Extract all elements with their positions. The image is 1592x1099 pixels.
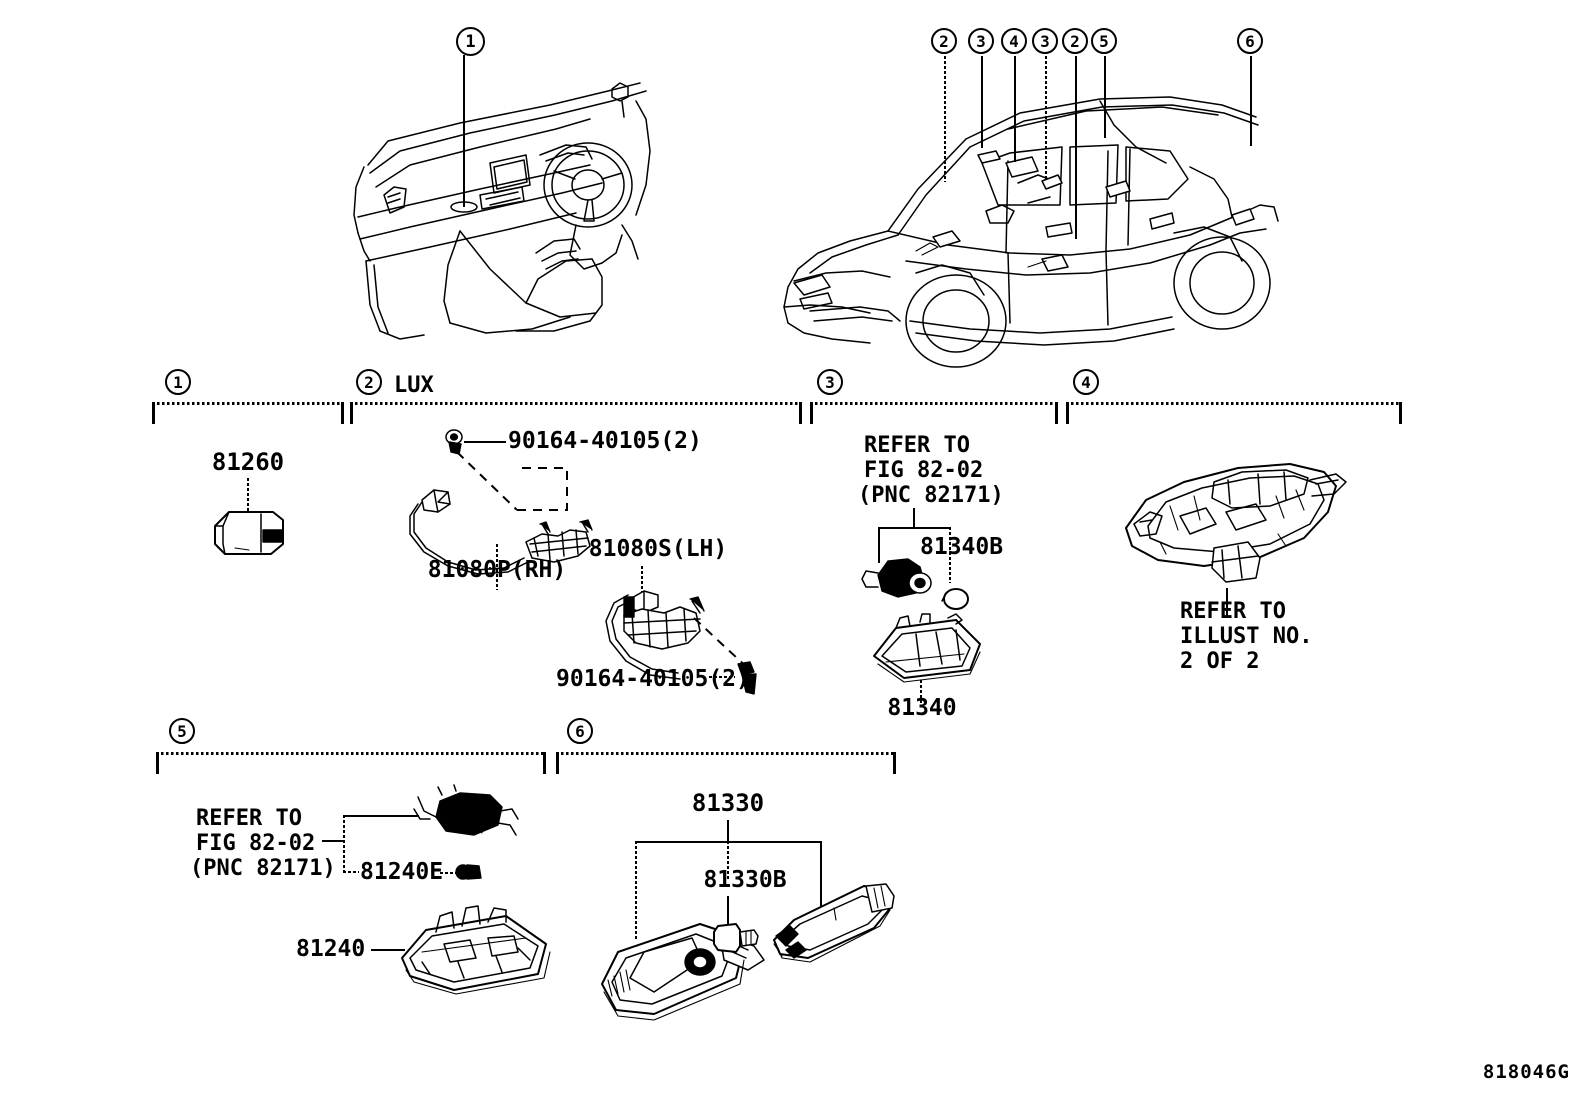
- leader-81330-right: [820, 841, 822, 921]
- part-label-90164-lower: 90164-40105(2): [556, 666, 750, 692]
- group-4-refer-line2: ILLUST NO.: [1180, 624, 1313, 649]
- leader-90164-lower: [709, 676, 735, 678]
- callout-leader-1: [463, 55, 465, 207]
- leader-81240: [371, 949, 405, 951]
- leader-81330b-upper: [727, 841, 729, 881]
- part-label-81080p-rh: 81080P(RH): [427, 557, 567, 583]
- assembly-dash-lower: [690, 612, 760, 682]
- leader-group-4-refer: [1226, 588, 1228, 618]
- callout-leader-4: [1014, 56, 1016, 162]
- callout-number-2a: 2: [931, 28, 957, 54]
- callout-number-3b: 3: [1032, 28, 1058, 54]
- part-81340-socket: [858, 557, 938, 607]
- group-6-number: 6: [567, 718, 593, 744]
- group-3-refer-line1: REFER TO: [864, 433, 970, 458]
- group-6-bracket: [556, 752, 896, 774]
- group-5-number: 5: [169, 718, 195, 744]
- callout-leader-3a: [981, 56, 983, 148]
- group-3-bracket: [810, 402, 1058, 424]
- refer-rail-3: [878, 527, 950, 529]
- vehicle-body-illustration: [770, 55, 1280, 368]
- callout-number-1: 1: [456, 27, 485, 56]
- part-81240e: [453, 858, 487, 886]
- part-label-81240: 81240: [296, 936, 366, 962]
- group-3-number: 3: [817, 369, 843, 395]
- group-4-bracket: [1066, 402, 1402, 424]
- part-81240: [396, 900, 556, 1000]
- vehicle-body-drawing: [783, 96, 1279, 368]
- leader-90164-upper: [464, 441, 506, 443]
- leader-81340: [920, 680, 922, 704]
- callout-leader-6: [1250, 56, 1252, 146]
- refer-drop-3-left: [878, 527, 880, 563]
- group-2-note: LUX: [394, 373, 434, 398]
- leader-81080p: [496, 544, 498, 590]
- group-4-refer-line3: 2 OF 2: [1180, 649, 1260, 674]
- callout-number-2b: 2: [1062, 28, 1088, 54]
- part-label-81340: 81340: [887, 695, 957, 721]
- leader-81260: [247, 478, 249, 520]
- callout-leader-2b: [1075, 56, 1077, 239]
- instrument-panel-illustration: [340, 55, 680, 345]
- part-81260: [205, 500, 295, 562]
- callout-number-5: 5: [1091, 28, 1117, 54]
- callout-number-6: 6: [1237, 28, 1263, 54]
- callout-leader-5: [1104, 56, 1106, 138]
- group-5-refer-line2: FIG 82-02: [196, 831, 316, 856]
- figure-code: 818046G: [1482, 1061, 1570, 1083]
- part-overhead-console-assembly: [1118, 450, 1348, 600]
- part-81080p-rh: [408, 480, 598, 590]
- part-label-90164-upper: 90164-40105(2): [508, 428, 702, 454]
- part-81240-module: [412, 784, 522, 849]
- part-label-81240e: 81240E: [360, 859, 444, 885]
- refer-vert-5: [343, 815, 345, 873]
- group-1-number: 1: [165, 369, 191, 395]
- callout-number-3a: 3: [968, 28, 994, 54]
- leader-81080s: [641, 566, 643, 602]
- group-5-bracket: [156, 752, 546, 774]
- part-label-81080s-lh: 81080S(LH): [588, 536, 728, 562]
- refer-stem-3: [913, 508, 915, 528]
- leader-81240e: [440, 872, 456, 874]
- part-label-81330b: 81330B: [703, 867, 787, 893]
- group-5-refer-line1: REFER TO: [196, 806, 302, 831]
- group-3-refer-line2: FIG 82-02: [864, 458, 984, 483]
- refer-top-5: [343, 815, 419, 817]
- callout-number-4: 4: [1001, 28, 1027, 54]
- leader-81330-stem: [727, 820, 729, 842]
- part-81330b: [710, 920, 770, 958]
- refer-drop-3-right: [949, 527, 951, 583]
- part-81340: [860, 612, 990, 684]
- callout-leader-2a: [944, 56, 946, 182]
- leader-81330-left: [635, 841, 637, 939]
- part-label-81340b: 81340B: [920, 534, 1004, 560]
- vehicle-callout-targets: [915, 150, 1255, 272]
- part-90164-40105-lower: [732, 660, 766, 696]
- group-4-refer-line1: REFER TO: [1180, 599, 1286, 624]
- instrument-panel-drawing: [353, 82, 651, 340]
- part-label-81260: 81260: [211, 448, 285, 476]
- group-5-refer-line3: (PNC 82171): [190, 856, 336, 881]
- assembly-dash-upper: [455, 450, 605, 530]
- group-3-refer-line3: (PNC 82171): [858, 483, 1004, 508]
- refer-bot-5: [343, 871, 359, 873]
- part-81080s-lh: [524, 585, 724, 695]
- leader-81330b-lower: [727, 896, 729, 924]
- group-4-number: 4: [1073, 369, 1099, 395]
- part-81330-right-housing: [768, 878, 898, 968]
- group-1-bracket: [152, 402, 344, 424]
- refer-rail-5: [322, 840, 344, 842]
- group-2-number: 2: [356, 369, 382, 395]
- part-label-81330: 81330: [691, 789, 765, 817]
- part-81340b: [940, 583, 972, 613]
- group-2-bracket: [350, 402, 802, 424]
- callout-leader-3b: [1045, 56, 1047, 180]
